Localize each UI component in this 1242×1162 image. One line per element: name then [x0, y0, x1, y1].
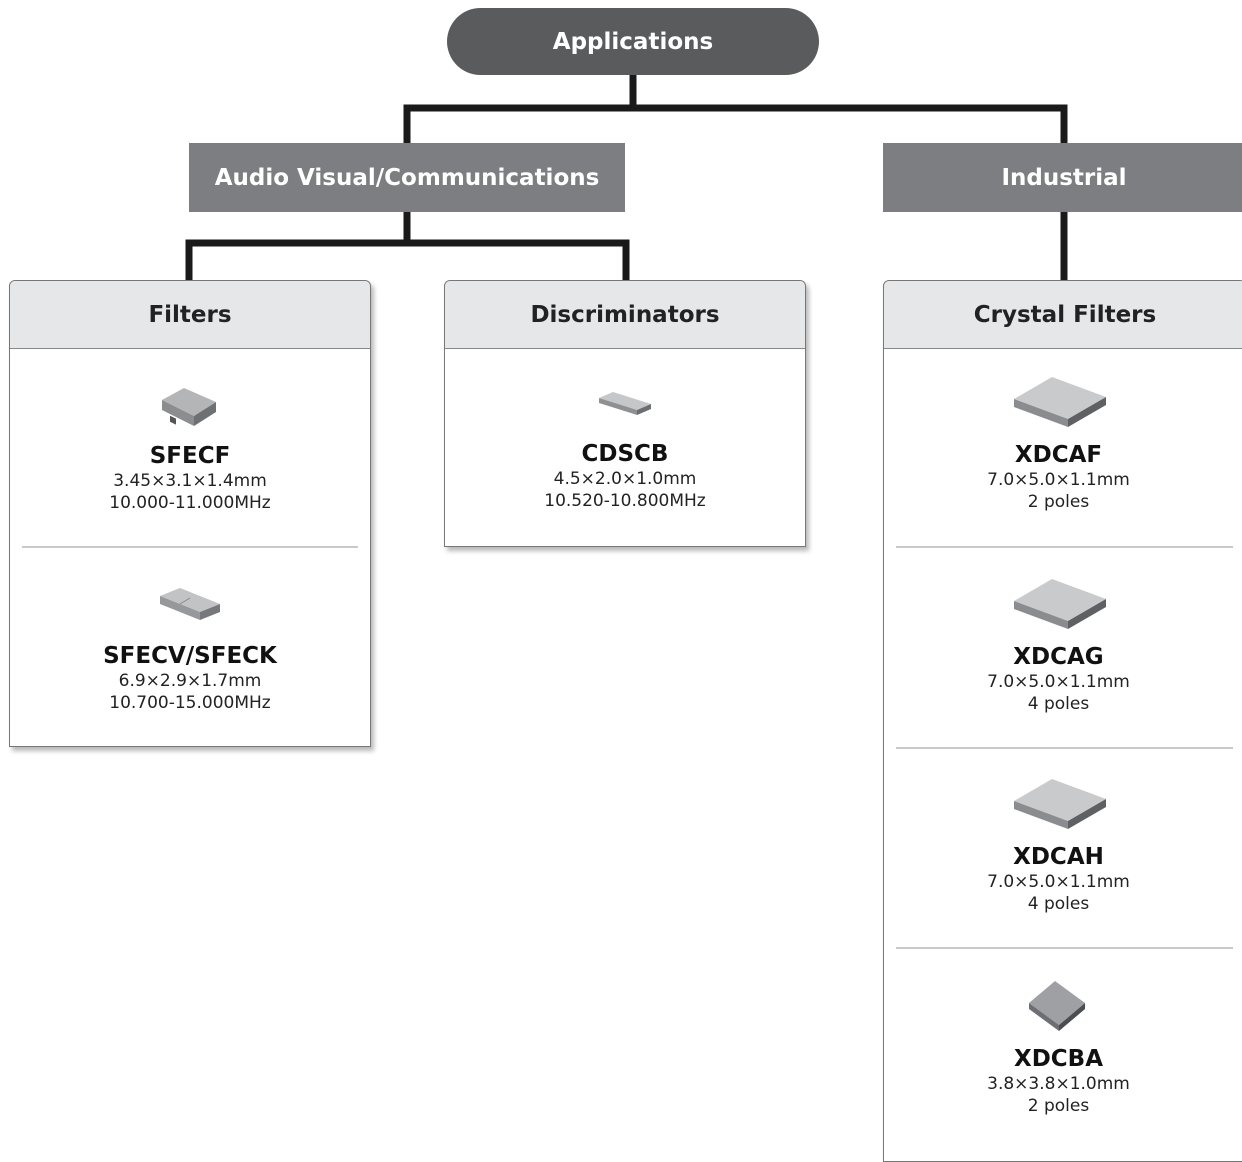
- product-poles: 4 poles: [1027, 694, 1090, 714]
- xdcba-component-icon: [1028, 981, 1085, 1031]
- item-divider: [896, 546, 1233, 548]
- discriminators-panel: Discriminators CDSCB 4.5×2.0×1.0mm 10.52…: [444, 280, 806, 547]
- product-poles: 2 poles: [1027, 492, 1090, 512]
- product-name: SFECV/SFECK: [103, 643, 277, 669]
- audio-visual-communications-label: Audio Visual/Communications: [214, 164, 600, 191]
- discriminators-header: Discriminators: [445, 281, 805, 349]
- product-frequency: 10.700-15.000MHz: [109, 693, 271, 713]
- discriminators-title: Discriminators: [530, 301, 720, 328]
- product-frequency: 10.000-11.000MHz: [109, 493, 271, 513]
- product-size: 6.9×2.9×1.7mm: [118, 671, 262, 691]
- product-size: 7.0×5.0×1.1mm: [987, 872, 1130, 892]
- product-frequency: 10.520-10.800MHz: [544, 491, 706, 511]
- filters-header: Filters: [10, 281, 370, 349]
- product-size: 4.5×2.0×1.0mm: [553, 469, 697, 489]
- product-size: 3.45×3.1×1.4mm: [113, 471, 267, 491]
- product-xdcba[interactable]: XDCBA 3.8×3.8×1.0mm 2 poles: [884, 973, 1233, 1117]
- sfecf-component-icon: [162, 388, 216, 426]
- sfecv-component-icon: [160, 588, 220, 620]
- item-divider: [896, 747, 1233, 749]
- product-sfecv-sfeck[interactable]: SFECV/SFECK 6.9×2.9×1.7mm 10.700-15.000M…: [10, 576, 370, 714]
- applications-node: Applications: [447, 8, 819, 75]
- product-size: 7.0×5.0×1.1mm: [987, 672, 1130, 692]
- xdcag-component-icon: [1013, 579, 1106, 629]
- crystal-filters-panel: Crystal Filters XDCAF 7.0×5.0×1.1mm 2 po…: [883, 280, 1242, 1162]
- product-name: XDCBA: [1013, 1046, 1104, 1072]
- product-cdscb[interactable]: CDSCB 4.5×2.0×1.0mm 10.520-10.800MHz: [445, 374, 805, 512]
- xdcah-component-icon: [1013, 779, 1106, 829]
- filters-title: Filters: [148, 301, 232, 328]
- product-xdcah[interactable]: XDCAH 7.0×5.0×1.1mm 4 poles: [884, 771, 1233, 915]
- product-size: 7.0×5.0×1.1mm: [987, 470, 1130, 490]
- applications-label: Applications: [552, 28, 714, 55]
- filters-panel: Filters SFECF 3.45×3.1×1.4mm 10.000-11.0…: [9, 280, 371, 747]
- product-sfecf[interactable]: SFECF 3.45×3.1×1.4mm 10.000-11.000MHz: [10, 376, 370, 514]
- industrial-label: Industrial: [1001, 164, 1127, 191]
- xdcaf-component-icon: [1013, 377, 1106, 427]
- product-name: XDCAH: [1013, 844, 1104, 870]
- product-name: XDCAF: [1014, 442, 1103, 468]
- product-poles: 2 poles: [1027, 1096, 1090, 1116]
- product-xdcag[interactable]: XDCAG 7.0×5.0×1.1mm 4 poles: [884, 571, 1233, 715]
- product-name: XDCAG: [1013, 644, 1104, 670]
- cdscb-component-icon: [599, 392, 651, 415]
- industrial-node: Industrial: [883, 143, 1242, 212]
- item-divider: [22, 546, 358, 548]
- crystal-filters-title: Crystal Filters: [973, 301, 1157, 328]
- crystal-filters-header: Crystal Filters: [884, 281, 1242, 349]
- audio-visual-communications-node: Audio Visual/Communications: [189, 143, 625, 212]
- item-divider: [896, 947, 1233, 949]
- product-size: 3.8×3.8×1.0mm: [987, 1074, 1130, 1094]
- product-xdcaf[interactable]: XDCAF 7.0×5.0×1.1mm 2 poles: [884, 369, 1233, 513]
- product-poles: 4 poles: [1027, 894, 1090, 914]
- product-name: CDSCB: [581, 441, 669, 467]
- product-name: SFECF: [149, 443, 231, 469]
